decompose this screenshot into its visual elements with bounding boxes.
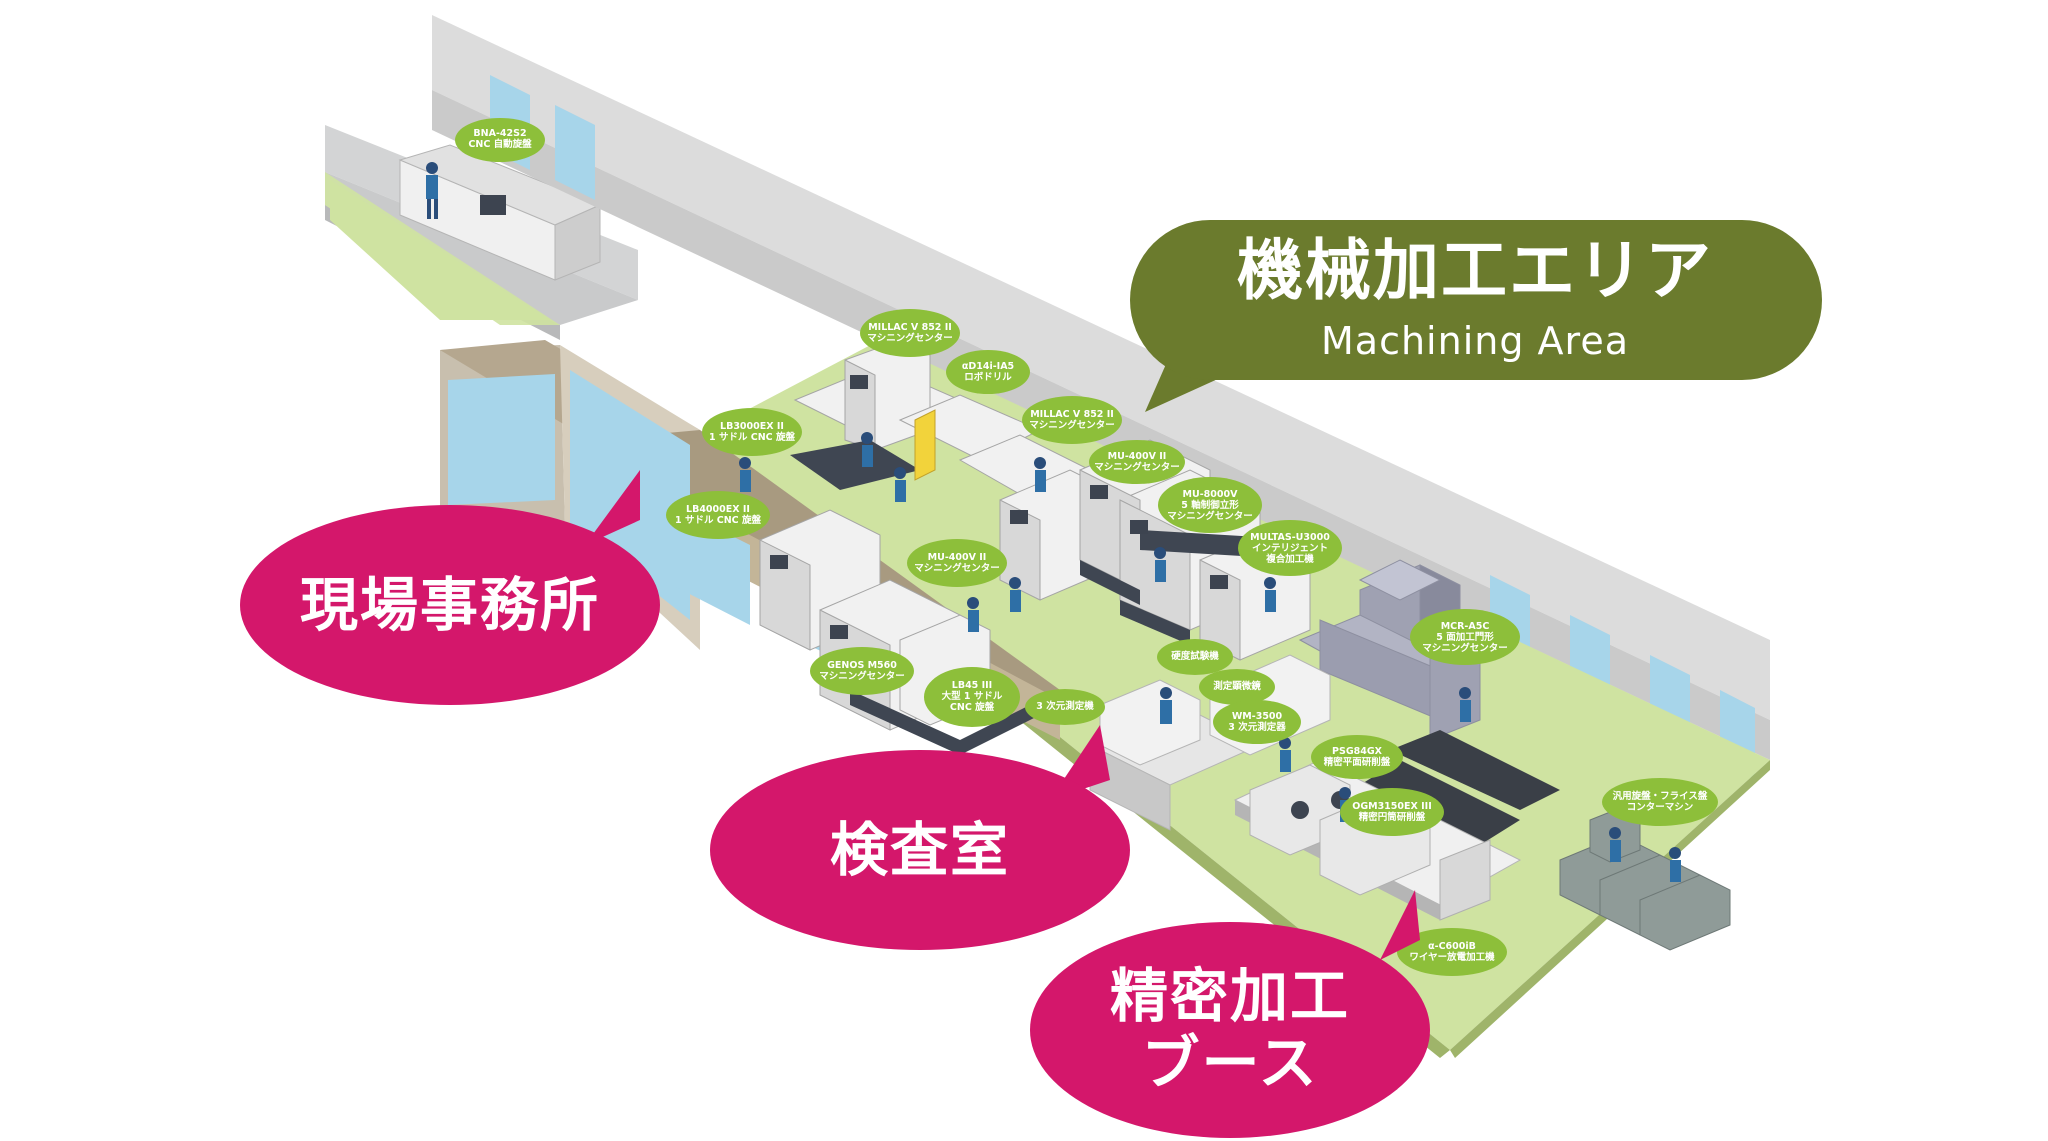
label-millac2: MILLAC V 852 II マシニングセンター (1029, 409, 1115, 431)
bubble-cmm3d (1025, 689, 1105, 725)
precision-booth-callout: 精密加工 ブース (1030, 930, 1430, 1130)
inspection-room-callout: 検査室 (715, 760, 1125, 940)
callout-shapes (240, 220, 1822, 1138)
bubble-mu400a (1089, 440, 1185, 484)
label-lb4000: LB4000EX II 1 サドル CNC 旋盤 (675, 504, 761, 526)
bubble-microscope (1199, 669, 1275, 705)
annex-building (325, 125, 638, 340)
label-lb3000: LB3000EX II 1 サドル CNC 旋盤 (709, 421, 795, 443)
portal-machining-center (1298, 559, 1481, 741)
precision-booth-title-line1: 精密加工 (1109, 962, 1350, 1031)
bubble-lb4000 (666, 491, 770, 539)
machine-label-bubbles (455, 118, 1718, 976)
label-multas: MULTAS-U3000 インテリジェント 複合加工機 (1250, 532, 1330, 565)
bubble-lb3000 (702, 408, 802, 456)
bubble-millac2 (1022, 396, 1122, 444)
label-lb45: LB45 III 大型 1 サドル CNC 旋盤 (941, 680, 1003, 713)
bubble-robodrill (946, 350, 1030, 394)
label-bna: BNA-42S2 CNC 自動旋盤 (468, 128, 532, 150)
machining-area-subtitle: Machining Area (1321, 318, 1629, 363)
bubble-mu400b (907, 539, 1007, 587)
label-hardness: 硬度試験機 (1171, 651, 1219, 662)
label-wm3500: WM-3500 3 次元測定器 (1228, 711, 1286, 733)
bubble-ogm (1340, 788, 1444, 836)
label-mu8000: MU-8000V 5 軸制御立形 マシニングセンター (1167, 489, 1253, 522)
label-psg: PSG84GX 精密平面研削盤 (1323, 746, 1391, 768)
bubble-genos (810, 647, 914, 695)
bubble-wm3500 (1213, 700, 1301, 744)
site-office-title: 現場事務所 (299, 570, 600, 639)
label-wire: α-C600iB ワイヤー放電加工機 (1409, 941, 1495, 963)
bubble-psg (1311, 735, 1403, 779)
label-genos: GENOS M560 マシニングセンター (819, 660, 905, 682)
machining-area-title: 機械加工エリア (1237, 232, 1713, 310)
label-millac1: MILLAC V 852 II マシニングセンター (867, 322, 953, 344)
bubble-lathe (1602, 778, 1718, 826)
bubble-lb45 (924, 667, 1020, 727)
label-microscope: 測定顕微鏡 (1213, 681, 1261, 692)
label-lathe: 汎用旋盤・フライス盤 コンターマシン (1612, 791, 1708, 813)
inspection-room-title: 検査室 (829, 815, 1010, 884)
bubble-mcr (1410, 609, 1520, 665)
machining-area-callout: 機械加工エリア Machining Area (1130, 218, 1820, 378)
bubble-mu8000 (1158, 477, 1262, 533)
bubble-wire (1397, 928, 1507, 976)
machines (759, 339, 1311, 755)
site-office-callout: 現場事務所 (245, 520, 655, 690)
precision-booth-title-line2: ブース (1141, 1029, 1319, 1097)
bubble-bna (455, 118, 545, 162)
label-robodrill: αD14i-IA5 ロボドリル (961, 361, 1015, 383)
bubble-millac1 (860, 309, 960, 357)
bubble-multas (1238, 520, 1342, 576)
label-mcr: MCR-A5C 5 面加工門形 マシニングセンター (1422, 621, 1508, 654)
label-cmm3d: 3 次元測定機 (1036, 701, 1094, 712)
label-mu400a: MU-400V II マシニングセンター (1094, 451, 1180, 473)
label-mu400b: MU-400V II マシニングセンター (914, 552, 1000, 574)
label-ogm: OGM3150EX III 精密円筒研削盤 (1352, 801, 1432, 823)
bubble-hardness (1157, 639, 1233, 675)
